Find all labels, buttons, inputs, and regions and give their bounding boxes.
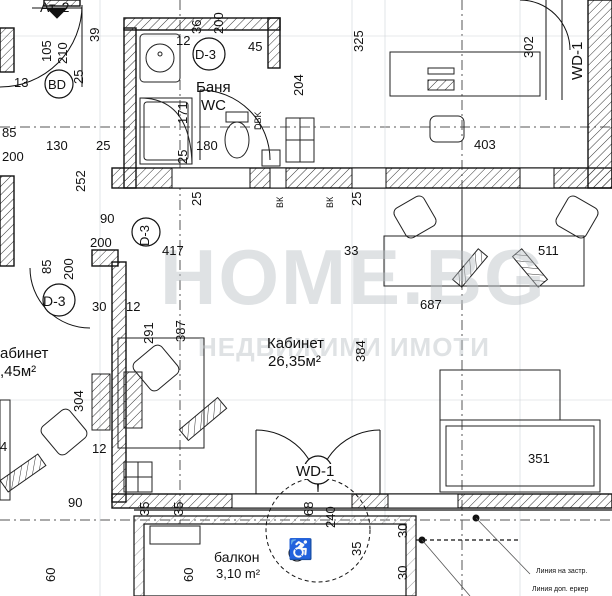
dim-304: 304: [71, 390, 86, 412]
dim-85b: 85: [39, 259, 54, 274]
tag-circle-d3-mid: [131, 217, 161, 247]
dim-90b: 90: [68, 495, 83, 510]
dim-12b: 12: [126, 299, 141, 314]
dim-39: 39: [87, 27, 102, 42]
office-left-area: ,45м²: [0, 363, 37, 380]
dim-35c: 35: [349, 541, 364, 556]
dim-60b: 60: [181, 567, 196, 582]
label-line-erker: Линия доп. еркер: [532, 586, 589, 593]
dim-30b: 30: [395, 523, 410, 538]
wall-right: [587, 0, 612, 189]
dim-252: 252: [73, 170, 88, 192]
dim-200d: 200: [61, 258, 76, 280]
dim-60a: 60: [43, 567, 58, 582]
tag-circle-d3-left: [42, 283, 76, 317]
dim-171: 171: [175, 102, 190, 124]
tag-circle-d3-bath: [192, 37, 226, 71]
accessibility-icon: ♿: [288, 539, 313, 561]
dim-291: 291: [141, 322, 156, 344]
office-main-area: 26,35м²: [268, 353, 321, 370]
dim-210a: 210: [55, 42, 70, 64]
balcony-area: 3,10 m²: [216, 566, 261, 581]
dim-35a: 35: [137, 501, 152, 516]
level-tag: Ат. 2: [40, 0, 70, 15]
label-vk-1: ВК: [275, 196, 285, 208]
label-dbk: DBK: [253, 111, 263, 130]
dim-68: 68: [301, 501, 316, 516]
furniture: [0, 51, 601, 545]
tag-bd: BD: [48, 77, 67, 92]
level-marker: [32, 7, 82, 19]
dim-302: 302: [521, 36, 536, 58]
dim-13: 13: [14, 75, 29, 90]
bath-fixtures: [139, 33, 250, 165]
bath-name: Баня: [196, 79, 231, 96]
dim-33: 33: [344, 243, 359, 258]
dim-384: 384: [353, 340, 368, 362]
dim-200b: 200: [2, 149, 24, 164]
tag-wd1-bottom: WD-1: [296, 463, 335, 480]
tag-d3-bath: D-3: [195, 47, 216, 62]
dim-25c: 25: [175, 149, 190, 164]
dim-25b: 25: [96, 138, 111, 153]
dim-36: 36: [189, 19, 204, 34]
label-line-zastr: Линия на застр.: [536, 568, 588, 575]
dim-130: 130: [46, 138, 68, 153]
dim-30: 30: [92, 299, 107, 314]
tag-d3-left: D-3: [43, 293, 66, 309]
dim-25e: 25: [349, 191, 364, 206]
wall-far-left-mid: [0, 175, 15, 267]
dim-200c: 200: [90, 235, 112, 250]
dim-12a: 12: [176, 33, 191, 48]
dim-4: 4: [0, 439, 8, 454]
dim-204: 204: [291, 74, 306, 96]
dim-30c: 30: [395, 565, 410, 580]
wall-top-stub: [43, 0, 81, 7]
dim-25d: 25: [189, 191, 204, 206]
wall-bath-left: [123, 27, 137, 189]
wall-bottom: [111, 493, 612, 509]
dim-85a: 85: [2, 125, 17, 140]
dim-687: 687: [420, 297, 442, 312]
dim-417: 417: [162, 243, 184, 258]
balcony: [133, 509, 612, 596]
dim-403: 403: [474, 137, 496, 152]
dim-35b: 35: [171, 501, 186, 516]
dim-387: 387: [173, 320, 188, 342]
dim-200a: 200: [211, 12, 226, 34]
office-main-name: Кабинет: [267, 335, 325, 352]
tag-circles: [42, 37, 333, 485]
wall-bath-right-top: [267, 17, 281, 69]
dim-45: 45: [248, 39, 263, 54]
dim-25a: 25: [71, 69, 86, 84]
dim-180: 180: [196, 138, 218, 153]
office-left-name: абинет: [0, 345, 49, 362]
leader-lines: [421, 517, 531, 596]
dim-511: 511: [538, 243, 559, 258]
label-vk-2: ВК: [325, 196, 335, 208]
dim-12c: 12: [92, 441, 107, 456]
dim-240: 240: [323, 506, 338, 528]
bath-sub: WC: [201, 97, 226, 114]
balcony-name: балкон: [214, 549, 260, 565]
dim-105: 105: [39, 40, 54, 62]
dim-351: 351: [528, 451, 550, 466]
tag-d3-mid: D-3: [137, 225, 152, 246]
dim-90a: 90: [100, 211, 115, 226]
wall-far-left-top: [0, 27, 15, 73]
tag-wd1-top-right: WD-1: [569, 41, 586, 80]
dim-325: 325: [351, 30, 366, 52]
windows: [171, 167, 555, 509]
tag-circle-bd: [44, 69, 74, 99]
